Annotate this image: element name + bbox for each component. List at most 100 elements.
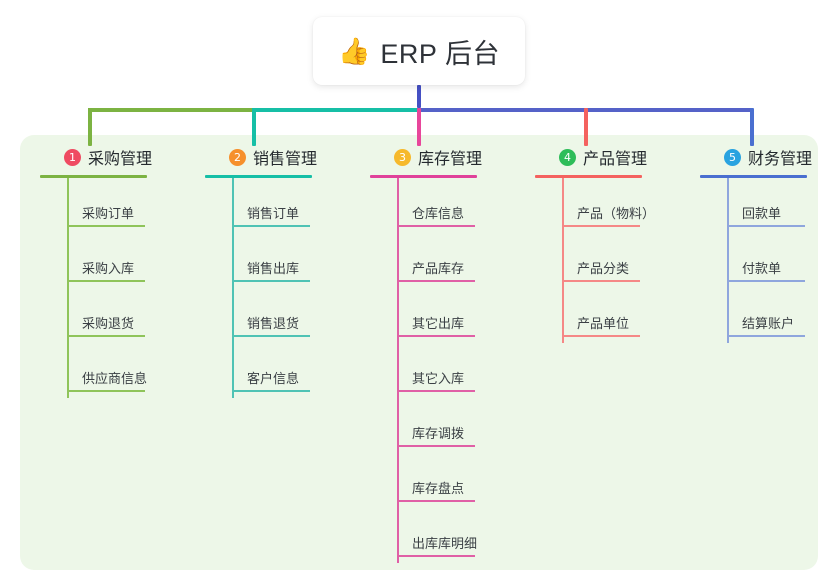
column-header-purchase[interactable]: 1 采购管理 <box>40 145 152 169</box>
leaf-rule <box>67 335 145 337</box>
column-sales: 2 销售管理销售订单销售出库销售退货客户信息 <box>205 145 317 398</box>
leaf-node[interactable]: 仓库信息 <box>370 178 482 233</box>
leaf-label: 仓库信息 <box>412 206 465 221</box>
leaf-node[interactable]: 产品单位 <box>535 288 647 343</box>
column-rule-finance <box>700 175 807 178</box>
bus-green <box>88 108 253 112</box>
leaf-rule <box>397 225 475 227</box>
leaf-rule <box>67 280 145 282</box>
leaf-label: 产品（物料） <box>577 206 656 221</box>
leaf-label: 采购退货 <box>82 316 135 331</box>
leaf-node[interactable]: 其它入库 <box>370 343 482 398</box>
leaf-label: 结算账户 <box>742 316 795 331</box>
leaf-label: 付款单 <box>742 261 782 276</box>
column-rule-sales <box>205 175 312 178</box>
drop-finance <box>750 108 754 146</box>
column-spine-product <box>562 178 564 343</box>
leaf-rule <box>397 280 475 282</box>
leaf-node[interactable]: 供应商信息 <box>40 343 152 398</box>
column-items-sales: 销售订单销售出库销售退货客户信息 <box>205 178 317 398</box>
bus-teal <box>252 108 418 112</box>
leaf-node[interactable]: 采购入库 <box>40 233 152 288</box>
leaf-node[interactable]: 销售退货 <box>205 288 317 343</box>
root-title: ERP 后台 <box>380 38 500 69</box>
leaf-label: 销售订单 <box>247 206 300 221</box>
leaf-node[interactable]: 产品（物料） <box>535 178 655 233</box>
leaf-label: 产品库存 <box>412 261 465 276</box>
leaf-node[interactable]: 销售出库 <box>205 233 317 288</box>
leaf-rule <box>67 390 145 392</box>
leaf-label: 回款单 <box>742 206 782 221</box>
leaf-node[interactable]: 采购订单 <box>40 178 152 233</box>
leaf-rule <box>397 335 475 337</box>
leaf-node[interactable]: 其它出库 <box>370 288 482 343</box>
column-items-inventory: 仓库信息产品库存其它出库其它入库库存调拨库存盘点出库库明细 <box>370 178 482 563</box>
leaf-label: 采购入库 <box>82 261 135 276</box>
leaf-label: 其它出库 <box>412 316 465 331</box>
leaf-rule <box>562 280 640 282</box>
leaf-label: 产品分类 <box>577 261 630 276</box>
leaf-rule <box>232 335 310 337</box>
diagram-panel <box>20 135 818 570</box>
leaf-rule <box>232 280 310 282</box>
leaf-label: 产品单位 <box>577 316 630 331</box>
leaf-node[interactable]: 库存盘点 <box>370 453 482 508</box>
leaf-label: 出库库明细 <box>412 536 478 551</box>
leaf-node[interactable]: 产品分类 <box>535 233 647 288</box>
leaf-label: 库存盘点 <box>412 481 465 496</box>
column-badge-purchase: 1 <box>64 148 81 166</box>
drop-purchase <box>88 108 92 146</box>
column-spine-purchase <box>67 178 69 398</box>
column-rule-inventory <box>370 175 477 178</box>
leaf-label: 销售退货 <box>247 316 300 331</box>
leaf-rule <box>232 225 310 227</box>
column-spine-finance <box>727 178 729 343</box>
column-items-product: 产品（物料） 产品分类产品单位 <box>535 178 655 343</box>
leaf-rule <box>562 335 640 337</box>
root-trunk <box>417 85 421 108</box>
leaf-label: 其它入库 <box>412 371 465 386</box>
leaf-rule <box>397 555 475 557</box>
leaf-node[interactable]: 回款单 <box>700 178 812 233</box>
leaf-rule <box>397 390 475 392</box>
leaf-rule <box>67 225 145 227</box>
column-rule-product <box>535 175 642 178</box>
column-title-purchase: 采购管理 <box>88 151 153 168</box>
column-spine-inventory <box>397 178 399 563</box>
column-badge-sales: 2 <box>229 148 246 166</box>
leaf-node[interactable]: 结算账户 <box>700 288 812 343</box>
leaf-rule <box>232 390 310 392</box>
leaf-rule <box>397 445 475 447</box>
leaf-node[interactable]: 采购退货 <box>40 288 152 343</box>
column-title-product: 产品管理 <box>583 151 648 168</box>
drop-sales <box>252 108 256 146</box>
root-node-card[interactable]: 👍 ERP 后台 <box>313 17 525 85</box>
leaf-label: 供应商信息 <box>82 371 148 386</box>
column-purchase: 1 采购管理采购订单采购入库采购退货供应商信息 <box>40 145 152 398</box>
leaf-node[interactable]: 库存调拨 <box>370 398 482 453</box>
leaf-node[interactable]: 销售订单 <box>205 178 317 233</box>
leaf-label: 采购订单 <box>82 206 135 221</box>
drop-product <box>584 108 588 146</box>
leaf-node[interactable]: 客户信息 <box>205 343 317 398</box>
column-header-sales[interactable]: 2 销售管理 <box>205 145 317 169</box>
leaf-node[interactable]: 付款单 <box>700 233 812 288</box>
column-items-purchase: 采购订单采购入库采购退货供应商信息 <box>40 178 152 398</box>
column-rule-purchase <box>40 175 147 178</box>
leaf-rule <box>562 225 640 227</box>
leaf-node[interactable]: 产品库存 <box>370 233 482 288</box>
leaf-rule <box>727 280 805 282</box>
leaf-rule <box>397 500 475 502</box>
column-badge-inventory: 3 <box>394 148 411 166</box>
leaf-node[interactable]: 出库库明细 <box>370 508 482 563</box>
drop-inventory <box>417 108 421 146</box>
leaf-label: 库存调拨 <box>412 426 465 441</box>
column-spine-sales <box>232 178 234 398</box>
column-title-sales: 销售管理 <box>253 151 318 168</box>
